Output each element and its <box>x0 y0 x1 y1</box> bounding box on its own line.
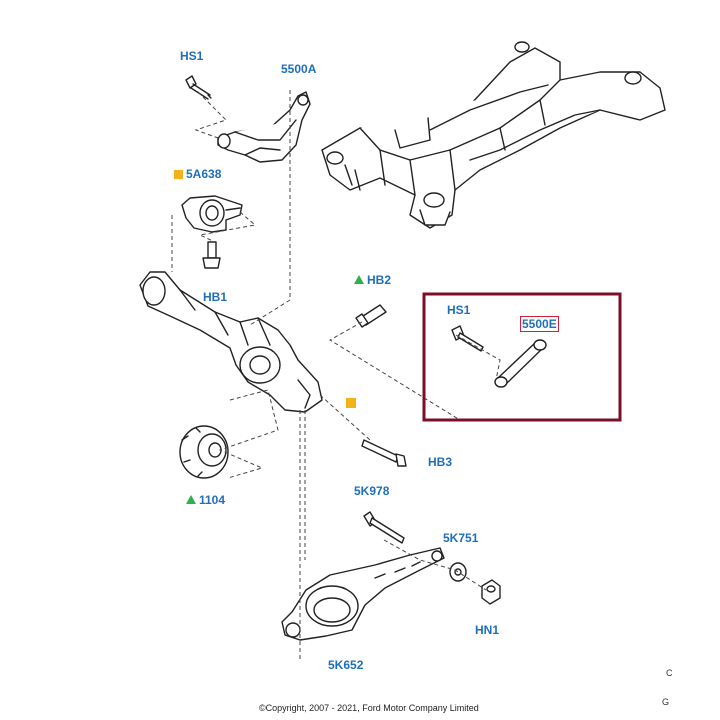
label-hb3: HB3 <box>428 455 453 469</box>
highlight-box <box>422 292 622 422</box>
bolt-hs1-box <box>451 325 484 352</box>
bolt-hb1 <box>202 241 221 269</box>
trailing-arm-knuckle <box>139 271 323 413</box>
rear-subframe <box>321 41 666 229</box>
orange-square-marker-knuckle <box>346 398 356 408</box>
edge-mark-c: C <box>666 668 673 678</box>
label-hs1-box: HS1 <box>447 303 471 317</box>
bushing-bracket-5a638 <box>181 195 243 233</box>
label-5500e: 5500E <box>520 316 559 332</box>
bushing-5k751 <box>449 562 467 582</box>
wheel-hub-1104 <box>179 425 229 479</box>
edge-mark-g: G <box>662 697 670 707</box>
label-5a638: 5A638 <box>174 167 221 181</box>
upper-arm-5500a <box>217 91 311 163</box>
green-triangle-marker <box>186 495 196 504</box>
bolt-hb2 <box>355 304 387 328</box>
green-triangle-marker <box>354 275 364 284</box>
link-arm-5500e <box>494 339 547 388</box>
label-hn1: HN1 <box>475 623 500 637</box>
label-5a638-text: 5A638 <box>186 167 222 181</box>
label-hb2-text: HB2 <box>367 273 392 287</box>
copyright-footer: ©Copyright, 2007 - 2021, Ford Motor Comp… <box>259 703 479 713</box>
bolt-hb3 <box>361 439 407 467</box>
label-5k978: 5K978 <box>354 484 390 498</box>
label-hb1: HB1 <box>203 290 228 304</box>
label-hs1-top: HS1 <box>180 49 204 63</box>
orange-square-marker <box>174 170 183 179</box>
label-5k652: 5K652 <box>328 658 364 672</box>
bolt-5k978 <box>363 511 405 544</box>
label-5500a: 5500A <box>281 62 317 76</box>
label-5k751: 5K751 <box>443 531 479 545</box>
leader-lines <box>171 90 501 660</box>
nut-hn1 <box>481 579 501 605</box>
bolt-hs1 <box>185 75 212 100</box>
label-hb2: HB2 <box>354 273 391 287</box>
label-1104-text: 1104 <box>199 493 226 507</box>
label-1104: 1104 <box>186 493 225 507</box>
lower-arm-5k652 <box>281 547 445 641</box>
